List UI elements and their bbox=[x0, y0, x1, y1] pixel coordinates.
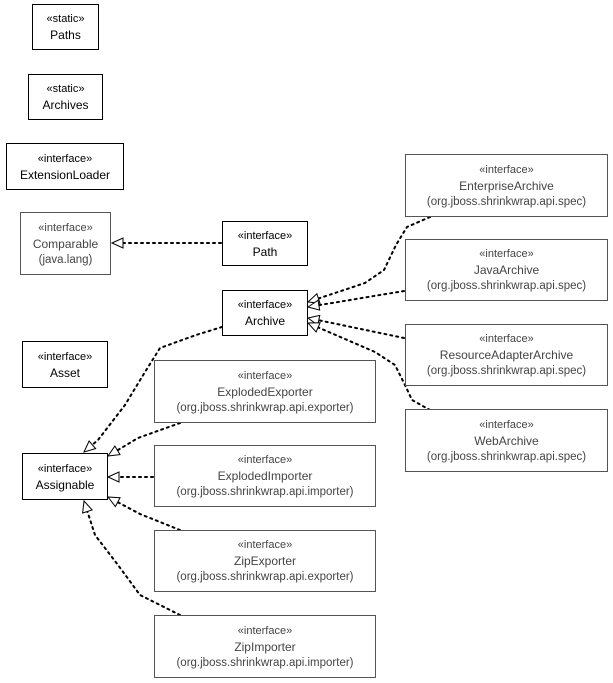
node-name: ResourceAdapterArchive bbox=[439, 348, 574, 362]
node-name: ExtensionLoader bbox=[19, 167, 111, 182]
node-name: Comparable bbox=[32, 236, 99, 251]
arrowhead-path-to-comparable bbox=[110, 237, 124, 249]
node-stereotype: «static» bbox=[46, 13, 85, 25]
edge-zipexporter-to-assignable bbox=[116, 501, 181, 531]
node-zip-importer[interactable]: «interface» ZipImporter (org.jboss.shrin… bbox=[154, 615, 376, 678]
node-package: (java.lang) bbox=[38, 253, 93, 266]
node-exploded-importer[interactable]: «interface» ExplodedImporter (org.jboss.… bbox=[154, 445, 376, 507]
node-stereotype: «interface» bbox=[38, 221, 93, 234]
node-name: WebArchive bbox=[474, 433, 539, 448]
node-package: (org.jboss.shrinkwrap.api.importer) bbox=[176, 486, 354, 498]
node-name: Asset bbox=[49, 365, 80, 380]
arrowhead-webarchive-to-archive bbox=[306, 322, 321, 333]
node-name: ZipExporter bbox=[233, 554, 297, 568]
node-stereotype: «static» bbox=[46, 83, 85, 95]
node-web-archive[interactable]: «interface» WebArchive (org.jboss.shrink… bbox=[405, 409, 608, 472]
node-stereotype: «interface» bbox=[237, 299, 293, 311]
node-package: (org.jboss.shrinkwrap.api.spec) bbox=[426, 195, 587, 208]
node-package: (org.jboss.shrinkwrap.api.spec) bbox=[426, 365, 587, 377]
node-name: ZipImporter bbox=[234, 639, 296, 654]
edge-webarchive-to-archive bbox=[317, 326, 431, 411]
node-stereotype: «interface» bbox=[37, 152, 93, 165]
node-resource-adapter-archive[interactable]: «interface» ResourceAdapterArchive (org.… bbox=[405, 324, 608, 386]
node-stereotype: «interface» bbox=[479, 418, 534, 431]
node-name: Archive bbox=[244, 314, 285, 328]
node-name: EnterpriseArchive bbox=[459, 178, 554, 193]
node-package: (org.jboss.shrinkwrap.api.spec) bbox=[426, 280, 587, 292]
node-name: Paths bbox=[50, 28, 81, 42]
node-name: Assignable bbox=[35, 477, 95, 492]
node-package: (org.jboss.shrinkwrap.api.exporter) bbox=[176, 571, 354, 583]
node-stereotype: «interface» bbox=[237, 539, 293, 551]
arrowhead-javaarchive-to-archive bbox=[306, 299, 321, 311]
node-java-archive[interactable]: «interface» JavaArchive (org.jboss.shrin… bbox=[405, 239, 608, 301]
node-stereotype: «interface» bbox=[479, 333, 534, 345]
node-stereotype: «interface» bbox=[479, 163, 534, 176]
node-path[interactable]: «interface» Path bbox=[222, 221, 308, 266]
node-name: Path bbox=[252, 244, 278, 259]
node-extension-loader[interactable]: «interface» ExtensionLoader bbox=[6, 143, 124, 190]
node-archive[interactable]: «interface» Archive bbox=[222, 290, 308, 336]
node-paths[interactable]: «static» Paths bbox=[32, 4, 99, 50]
edge-zipimporter-to-assignable bbox=[86, 510, 181, 616]
node-package: (org.jboss.shrinkwrap.api.spec) bbox=[426, 450, 587, 463]
node-enterprise-archive[interactable]: «interface» EnterpriseArchive (org.jboss… bbox=[405, 154, 608, 217]
edge-enterprisearchive-to-archive bbox=[317, 216, 431, 300]
node-name: Archives bbox=[42, 98, 89, 112]
edge-javaarchive-to-archive bbox=[317, 290, 405, 307]
node-stereotype: «interface» bbox=[237, 454, 293, 466]
arrowhead-zipexporter-to-assignable bbox=[106, 496, 121, 508]
node-asset[interactable]: «interface» Asset bbox=[22, 341, 108, 388]
edge-resourceadapterarchive-to-archive bbox=[317, 319, 405, 339]
node-comparable[interactable]: «interface» Comparable (java.lang) bbox=[20, 212, 111, 275]
node-name: ExplodedImporter bbox=[217, 469, 313, 483]
node-stereotype: «interface» bbox=[237, 369, 293, 382]
node-assignable[interactable]: «interface» Assignable bbox=[22, 453, 108, 500]
node-stereotype: «interface» bbox=[479, 248, 534, 260]
node-archives[interactable]: «static» Archives bbox=[28, 74, 103, 120]
node-stereotype: «interface» bbox=[37, 350, 93, 363]
arrowhead-archive-to-assignable bbox=[83, 440, 97, 453]
node-stereotype: «interface» bbox=[37, 462, 93, 475]
node-zip-exporter[interactable]: «interface» ZipExporter (org.jboss.shrin… bbox=[154, 530, 376, 592]
node-exploded-exporter[interactable]: «interface» ExplodedExporter (org.jboss.… bbox=[154, 360, 376, 423]
node-package: (org.jboss.shrinkwrap.api.importer) bbox=[176, 656, 354, 669]
edge-explodedexporter-to-assignable bbox=[116, 422, 181, 452]
node-package: (org.jboss.shrinkwrap.api.exporter) bbox=[176, 401, 354, 414]
node-name: ExplodedExporter bbox=[217, 384, 313, 399]
arrowhead-explodedimporter-to-assignable bbox=[106, 471, 120, 483]
arrowhead-explodedexporter-to-assignable bbox=[106, 445, 121, 457]
arrowhead-zipimporter-to-assignable bbox=[82, 499, 94, 514]
node-name: JavaArchive bbox=[473, 263, 540, 277]
node-stereotype: «interface» bbox=[237, 624, 293, 637]
edge-archive-to-assignable bbox=[91, 326, 223, 446]
node-stereotype: «interface» bbox=[237, 229, 293, 242]
